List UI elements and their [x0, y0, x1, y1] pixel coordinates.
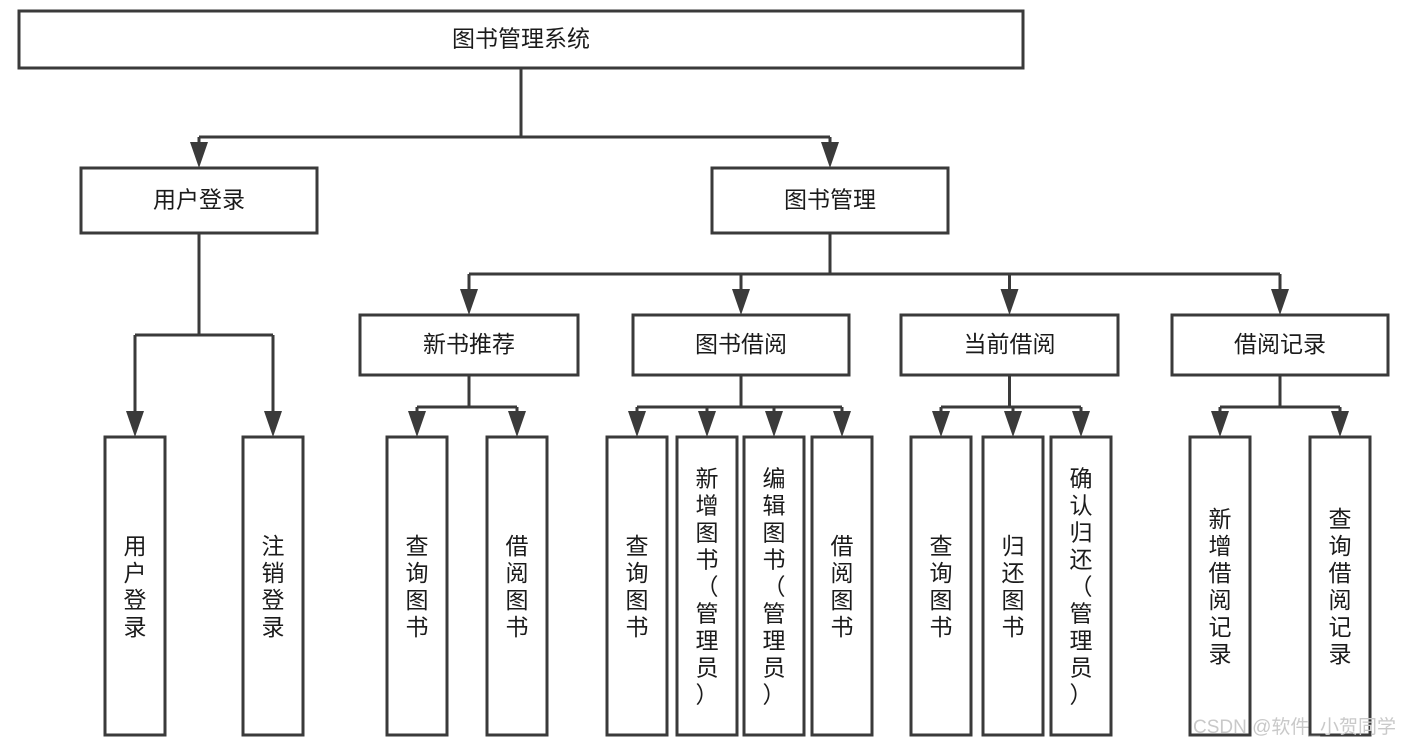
node-leaf-query-record-label: 查询借阅记录	[1329, 506, 1352, 667]
arrow-leaf-borrow-book-2-head	[833, 411, 851, 437]
arrow-leaf-query-book-1-head	[408, 411, 426, 437]
node-new-book-recommend-label: 新书推荐	[423, 331, 515, 357]
arrow-leaf-query-book-3-head	[932, 411, 950, 437]
node-leaf-return-book-box[interactable]	[981, 435, 1045, 737]
arrow-level2-0-head	[190, 142, 208, 168]
node-book-borrow-box[interactable]	[631, 313, 851, 377]
node-leaf-borrow-book-1-label: 借阅图书	[506, 533, 529, 640]
node-user-login-box[interactable]	[79, 166, 319, 235]
node-leaf-query-book-1-box[interactable]	[385, 435, 449, 737]
node-leaf-query-book-1-label: 查询图书	[406, 533, 429, 640]
node-leaf-confirm-return-label: 确认归还（管理员）	[1070, 466, 1093, 708]
node-leaf-user-login-box[interactable]	[103, 435, 167, 737]
arrow-level3-2-head	[1000, 289, 1019, 315]
node-leaf-query-record-box[interactable]	[1308, 435, 1372, 737]
node-new-book-recommend[interactable]: 新书推荐	[358, 313, 580, 377]
arrow-leaf-add-book-head	[698, 411, 716, 437]
node-leaf-edit-book[interactable]: 编辑图书（管理员）	[742, 435, 806, 737]
arrow-leaf-return-book-head	[1004, 411, 1022, 437]
node-leaf-add-book-box[interactable]	[675, 435, 739, 737]
node-leaf-query-book-3-label: 查询图书	[930, 533, 953, 640]
node-leaf-user-login-label: 用户登录	[124, 533, 147, 640]
node-leaf-query-book-3-box[interactable]	[909, 435, 973, 737]
node-boxes: 图书管理系统用户登录图书管理新书推荐图书借阅当前借阅借阅记录用户登录注销登录查询…	[17, 9, 1390, 737]
arrow-leaf-borrow-book-1-head	[508, 411, 526, 437]
node-leaf-query-book-2[interactable]: 查询图书	[605, 435, 669, 737]
node-leaf-confirm-return-box[interactable]	[1049, 435, 1113, 737]
node-leaf-return-book-label: 归还图书	[1002, 533, 1025, 640]
node-user-login[interactable]: 用户登录	[79, 166, 319, 235]
node-leaf-borrow-book-1-box[interactable]	[485, 435, 549, 737]
csdn-watermark: CSDN @软件_小贺同学	[1193, 716, 1396, 738]
node-leaf-logout-box[interactable]	[241, 435, 305, 737]
node-current-borrow[interactable]: 当前借阅	[899, 313, 1120, 377]
node-borrow-record[interactable]: 借阅记录	[1170, 313, 1390, 377]
node-leaf-query-record[interactable]: 查询借阅记录	[1308, 435, 1372, 737]
arrow-leaf-query-record-head	[1331, 411, 1349, 437]
node-book-borrow[interactable]: 图书借阅	[631, 313, 851, 377]
node-leaf-borrow-book-1[interactable]: 借阅图书	[485, 435, 549, 737]
node-leaf-add-record-label: 新增借阅记录	[1209, 506, 1232, 667]
node-user-login-label: 用户登录	[153, 187, 245, 213]
node-current-borrow-box[interactable]	[899, 313, 1120, 377]
node-leaf-edit-book-box[interactable]	[742, 435, 806, 737]
node-current-borrow-label: 当前借阅	[964, 331, 1056, 357]
node-leaf-borrow-book-2-label: 借阅图书	[831, 533, 854, 640]
node-leaf-add-book[interactable]: 新增图书（管理员）	[675, 435, 739, 737]
node-leaf-add-book-label: 新增图书（管理员）	[696, 466, 719, 708]
arrow-leaf-logout-head	[264, 411, 282, 437]
node-new-book-recommend-box[interactable]	[358, 313, 580, 377]
arrow-leaf-add-record-head	[1211, 411, 1229, 437]
node-leaf-query-book-3[interactable]: 查询图书	[909, 435, 973, 737]
node-root-system[interactable]: 图书管理系统	[17, 9, 1025, 70]
arrow-leaf-query-book-2-head	[628, 411, 646, 437]
node-leaf-return-book[interactable]: 归还图书	[981, 435, 1045, 737]
node-leaf-logout[interactable]: 注销登录	[241, 435, 305, 737]
connector-lines	[126, 68, 1349, 437]
arrow-leaf-user-login-head	[126, 411, 144, 437]
node-book-manage[interactable]: 图书管理	[710, 166, 950, 235]
arrow-level3-3-head	[1271, 289, 1289, 315]
arrow-leaf-confirm-return-head	[1072, 411, 1090, 437]
node-leaf-borrow-book-2[interactable]: 借阅图书	[810, 435, 874, 737]
node-leaf-user-login[interactable]: 用户登录	[103, 435, 167, 737]
node-leaf-query-book-1[interactable]: 查询图书	[385, 435, 449, 737]
node-book-manage-label: 图书管理	[784, 187, 876, 213]
arrow-leaf-edit-book-head	[765, 411, 783, 437]
node-root-system-box[interactable]	[17, 9, 1025, 70]
node-book-borrow-label: 图书借阅	[695, 331, 787, 357]
node-leaf-confirm-return[interactable]: 确认归还（管理员）	[1049, 435, 1113, 737]
node-borrow-record-label: 借阅记录	[1234, 331, 1326, 357]
node-root-system-label: 图书管理系统	[452, 26, 590, 52]
node-leaf-edit-book-label: 编辑图书（管理员）	[763, 466, 786, 708]
arrow-level2-1-head	[821, 142, 839, 168]
node-leaf-logout-label: 注销登录	[262, 533, 285, 640]
node-leaf-add-record-box[interactable]	[1188, 435, 1252, 737]
node-leaf-borrow-book-2-box[interactable]	[810, 435, 874, 737]
node-leaf-query-book-2-box[interactable]	[605, 435, 669, 737]
arrow-level3-0-head	[460, 289, 478, 315]
node-leaf-add-record[interactable]: 新增借阅记录	[1188, 435, 1252, 737]
node-leaf-query-book-2-label: 查询图书	[626, 533, 649, 640]
arrow-level3-1-head	[732, 289, 750, 315]
node-book-manage-box[interactable]	[710, 166, 950, 235]
node-borrow-record-box[interactable]	[1170, 313, 1390, 377]
